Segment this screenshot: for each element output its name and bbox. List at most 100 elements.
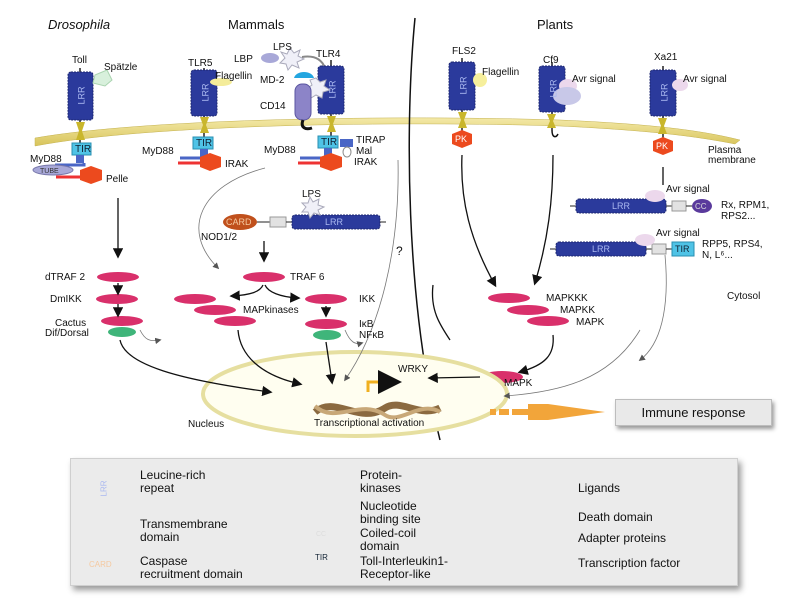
label-question: ? bbox=[396, 244, 403, 258]
label-membrane: membrane bbox=[708, 155, 756, 166]
label-myd88-tlr4: MyD88 bbox=[264, 145, 296, 156]
label-avr-rpp5: Avr signal bbox=[656, 228, 700, 239]
header-drosophila: Drosophila bbox=[48, 17, 111, 32]
label-cytosol: Cytosol bbox=[727, 291, 761, 302]
lrr-text-nod: LRR bbox=[325, 217, 344, 227]
tir-text-toll: TIR bbox=[75, 144, 92, 155]
label-fls2: FLS2 bbox=[452, 46, 476, 57]
immune-response-box: Immune response bbox=[615, 399, 772, 426]
tir-text-rpp5: TIR bbox=[675, 244, 690, 254]
lrr-text-tlr4: LRR bbox=[327, 80, 338, 99]
lrr-text-cf9: LRR bbox=[548, 79, 559, 98]
label-nucleus: Nucleus bbox=[188, 419, 225, 430]
lrr-text-fls2: LRR bbox=[458, 76, 469, 95]
fls2-receptor bbox=[448, 58, 487, 148]
legend-death-domain: Death domain bbox=[578, 510, 653, 524]
pathway-arrows bbox=[112, 154, 664, 397]
tlr5-receptor bbox=[178, 68, 232, 171]
cc-text: CC bbox=[695, 202, 707, 211]
label-mapkkk: MAPKKK bbox=[546, 293, 588, 304]
legend-transcription-factor: Transcription factor bbox=[578, 556, 681, 570]
rx-protein bbox=[570, 190, 712, 214]
label-lbp: LBP bbox=[234, 54, 253, 65]
lrr-text-toll: LRR bbox=[76, 86, 87, 105]
legend-tir-line2: Receptor-like bbox=[360, 567, 431, 581]
label-avr-cf9: Avr signal bbox=[572, 74, 616, 85]
label-myd88-dros: MyD88 bbox=[30, 154, 62, 165]
label-mal: Mal bbox=[356, 146, 373, 157]
label-myd88-tlr5: MyD88 bbox=[142, 146, 174, 157]
label-cactus: Cactus bbox=[55, 318, 87, 329]
card-text: CARD bbox=[226, 217, 252, 227]
tube-text: TUBE bbox=[40, 168, 59, 175]
label-irak-tlr5: IRAK bbox=[225, 159, 249, 170]
legend-cc-line2: domain bbox=[360, 539, 400, 553]
legend-lrr-line1: Leucine-rich bbox=[140, 468, 206, 482]
cf9-receptor bbox=[538, 62, 581, 138]
legend-ligands: Ligands bbox=[578, 481, 621, 495]
transcription-start-arrow bbox=[366, 370, 402, 394]
label-tlr5: TLR5 bbox=[188, 58, 213, 69]
label-irak-tlr4: IRAK bbox=[354, 157, 378, 168]
legend-card-line1: Caspase bbox=[140, 554, 188, 568]
legend-pk-line2: kinases bbox=[360, 481, 401, 495]
drosophila-adapters bbox=[32, 155, 102, 184]
label-flagellin-plant: Flagellin bbox=[482, 67, 520, 78]
legend-tir-line1: Toll-Interleukin1- bbox=[360, 554, 449, 568]
header-plants: Plants bbox=[537, 17, 574, 32]
label-ikk: IKK bbox=[359, 294, 376, 305]
label-flagellin-mammal: Flagellin bbox=[215, 71, 253, 82]
label-rpp5-line2: N, L⁶... bbox=[702, 250, 733, 261]
label-cd14: CD14 bbox=[260, 101, 286, 112]
tlr4-receptor bbox=[261, 47, 353, 171]
toll-receptor bbox=[67, 68, 113, 156]
label-rx-line1: Rx, RPM1, bbox=[721, 200, 770, 211]
dna-helix bbox=[312, 401, 442, 420]
tir-text-tlr4: TIR bbox=[321, 137, 338, 148]
plasma-membrane bbox=[34, 117, 741, 147]
label-dtraf2: dTRAF 2 bbox=[45, 272, 86, 283]
lrr-text-tlr5: LRR bbox=[200, 83, 211, 102]
label-rx-line2: RPS2... bbox=[721, 211, 756, 222]
label-spatzle: Spätzle bbox=[104, 62, 138, 73]
indirect-arrows bbox=[139, 159, 667, 399]
legend-adapter-proteins: Adapter proteins bbox=[578, 531, 667, 545]
tir-text-tlr5: TIR bbox=[196, 138, 213, 149]
label-mapk: MAPK bbox=[576, 317, 605, 328]
legend-panel bbox=[70, 458, 738, 586]
legend-tm-line2: domain bbox=[140, 530, 180, 544]
pk-text-xa21: PK bbox=[656, 141, 669, 151]
lrr-text-xa21: LRR bbox=[659, 83, 670, 102]
label-transcription: Transcriptional activation bbox=[314, 418, 425, 429]
pk-text-fls2: PK bbox=[455, 134, 468, 144]
nod-protein bbox=[223, 195, 386, 230]
xa21-receptor bbox=[649, 66, 688, 155]
legend-tm-line1: Transmembrane bbox=[140, 517, 228, 531]
legend-pk-line1: Protein- bbox=[360, 468, 403, 482]
label-mapkk: MAPKK bbox=[560, 305, 596, 316]
label-md2: MD-2 bbox=[260, 75, 285, 86]
lrr-text-rpp5: LRR bbox=[592, 244, 611, 254]
label-cf9: Cf9 bbox=[543, 55, 559, 66]
legend-card-line2: recruitment domain bbox=[140, 567, 243, 581]
legend-cc-icon-text: CC bbox=[316, 531, 327, 538]
label-avr-rx: Avr signal bbox=[666, 184, 710, 195]
label-mapkinases: MAPkinases bbox=[243, 305, 299, 316]
label-lps-top: LPS bbox=[273, 42, 292, 53]
label-avr-xa21: Avr signal bbox=[683, 74, 727, 85]
label-dmikk: DmIKK bbox=[50, 294, 82, 305]
label-pelle: Pelle bbox=[106, 174, 129, 185]
label-nfkb: NFκB bbox=[359, 330, 384, 341]
legend-nbs-line2: binding site bbox=[360, 512, 421, 526]
legend-card-icon-text: CARD bbox=[89, 560, 112, 569]
lrr-text-rx: LRR bbox=[612, 201, 631, 211]
legend-lrr-line2: repeat bbox=[140, 481, 175, 495]
label-nod: NOD1/2 bbox=[201, 232, 238, 243]
label-dif-dorsal: Dif/Dorsal bbox=[45, 328, 89, 339]
label-traf6: TRAF 6 bbox=[290, 272, 325, 283]
legend-lrr-icon-text: LRR bbox=[99, 480, 109, 497]
label-tirap: TIRAP bbox=[356, 135, 386, 146]
legend-tir-icon-text: TIR bbox=[315, 553, 328, 562]
label-lps-nod: LPS bbox=[302, 189, 321, 200]
